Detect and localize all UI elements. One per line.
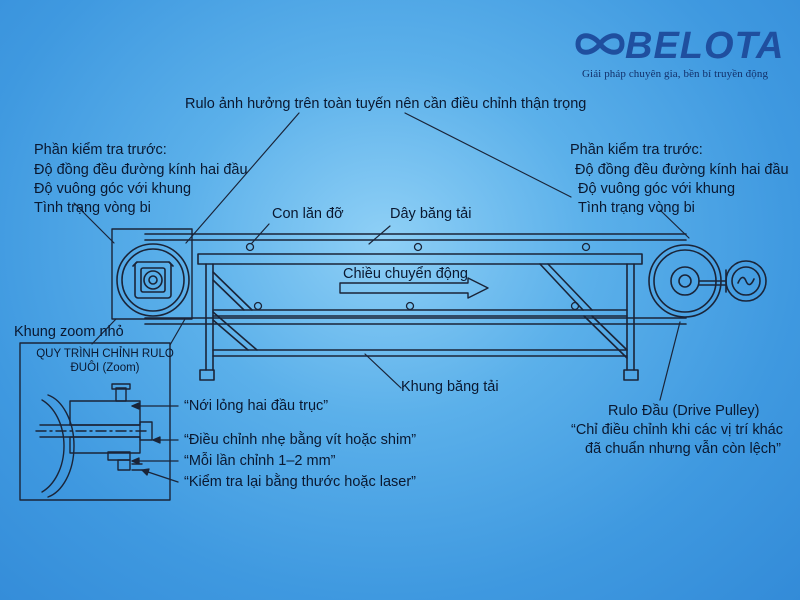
leader-lines [73,112,690,401]
tail-zoom-box [111,228,193,320]
zoom-title-line: QUY TRÌNH CHỈNH RULO [36,348,174,360]
right-check-item: Tình trạng vòng bi [578,200,695,216]
zoom-step: “Nới lỏng hai đầu trục” [184,398,329,414]
step-arrows [131,402,179,483]
idler-rollers [245,242,591,311]
zoom-title: QUY TRÌNH CHỈNH RULO ĐUÔI (Zoom) [20,347,190,375]
idler-label: Con lăn đỡ [272,206,344,222]
top-title: Rulo ảnh hưởng trên toàn tuyến nên cần đ… [185,96,587,112]
frame-label: Khung băng tải [401,379,499,395]
brand-tagline: Giải pháp chuyên gia, bền bỉ truyền động [582,68,769,80]
right-check-item: Độ vuông góc với khung [578,181,736,197]
right-check-title: Phần kiểm tra trước: [570,142,703,158]
direction-arrow [339,277,489,299]
right-check-item: Độ đồng đều đường kính hai đầu [575,162,789,178]
infinity-logo-icon [575,33,625,55]
drive-pulley [648,244,727,318]
zoom-title-line: ĐUÔI (Zoom) [70,362,140,374]
belt-label: Dây băng tải [390,206,472,222]
brand-name: BELOTA [625,25,785,67]
zoom-step: “Kiểm tra lại bằng thước hoặc laser” [184,474,416,490]
zoom-step: “Điều chỉnh nhẹ bằng vít hoặc shim” [184,432,417,448]
left-check-item: Tình trạng vòng bi [34,200,151,216]
drive-pulley-note: “Chỉ điều chỉnh khi các vị trí khác [571,422,783,438]
zoom-step: “Mỗi lần chỉnh 1–2 mm” [184,453,336,469]
tail-pulley [116,243,190,317]
shaft-assembly-detail [35,383,153,498]
drive-pulley-title: Rulo Đầu (Drive Pulley) [608,403,760,419]
belt-line [144,233,687,325]
left-check-item: Độ đồng đều đường kính hai đầu [34,162,248,178]
motor-icon [725,260,767,302]
left-check-title: Phần kiểm tra trước: [34,142,167,158]
zoom-panel [19,342,171,501]
zoom-connector [169,318,186,346]
direction-label: Chiều chuyển động [343,266,468,282]
zoom-frame-label: Khung zoom nhỏ [14,324,124,340]
drive-pulley-note: đã chuẩn nhưng vẫn còn lệch” [585,441,781,457]
left-check-item: Độ vuông góc với khung [34,181,192,197]
